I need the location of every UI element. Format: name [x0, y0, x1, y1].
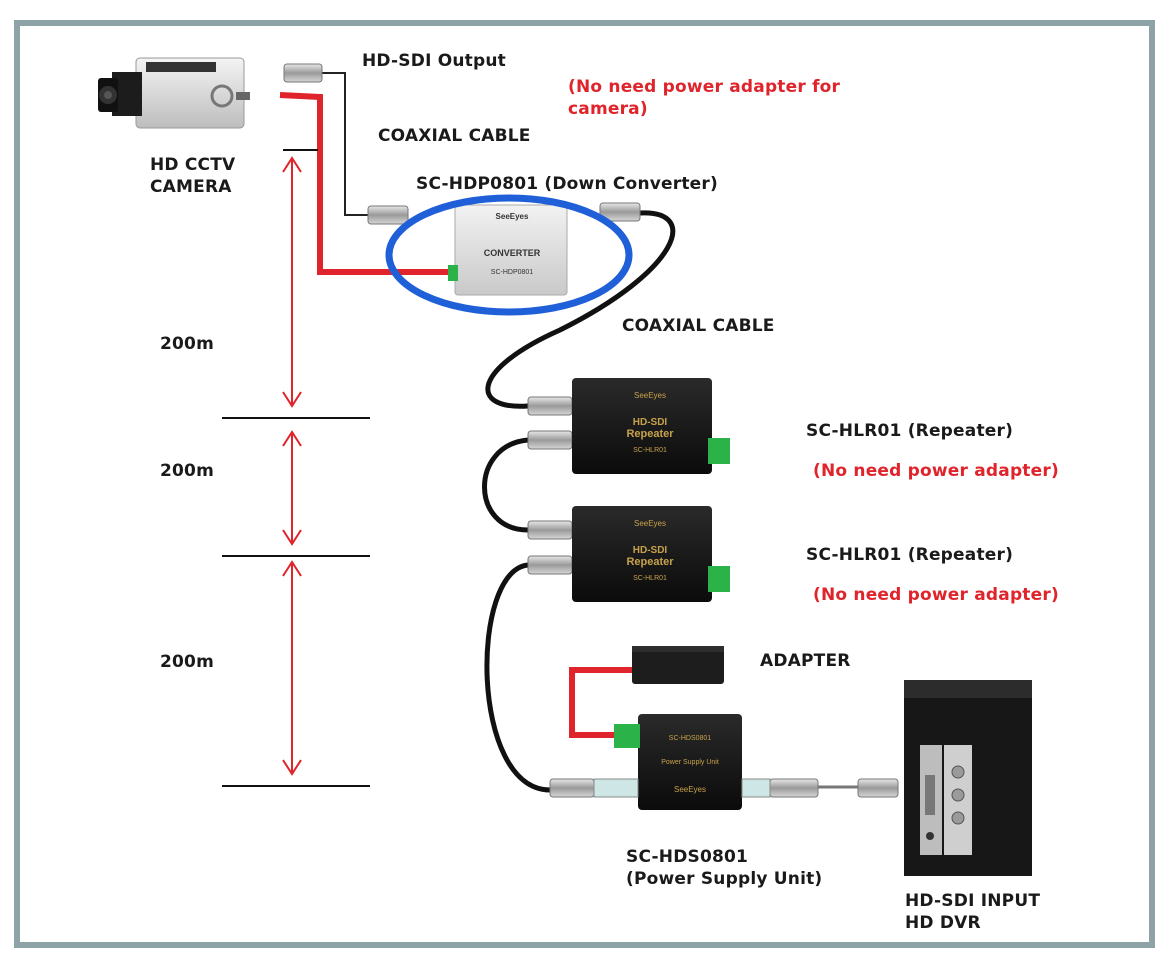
coaxial-cable-repeater-psu	[484, 562, 551, 793]
no-power-camera-note: (No need power adapter for camera)	[568, 77, 841, 119]
distance-markers	[222, 149, 370, 787]
distance-label-2: 200m	[160, 461, 214, 481]
camera-power-cable	[279, 92, 455, 275]
hd-cctv-camera-icon	[98, 57, 250, 129]
highlight-ring	[385, 194, 633, 316]
coaxial-cable-repeater-link	[482, 437, 529, 533]
repeater2-label: SC-HLR01 (Repeater)	[806, 545, 1014, 565]
coaxial-cable-label-mid: COAXIAL CABLE	[622, 316, 775, 336]
psu-label: SC-HDS0801 (Power Supply Unit)	[626, 847, 823, 889]
adapter-power-cable	[569, 667, 632, 738]
repeater-device-2: SeeEyes HD-SDI Repeater SC-HLR01	[572, 506, 730, 602]
power-supply-unit-device: SC-HDS0801 Power Supply Unit SeeEyes	[593, 714, 771, 810]
hdsdi-output-cable	[322, 72, 368, 216]
repeater2-line2: Repeater	[626, 556, 674, 568]
coaxial-cable-converter-repeater	[485, 210, 676, 409]
down-converter-device: SeeEyes CONVERTER SC-HDP0801	[448, 204, 568, 296]
repeater1-brand: SeeEyes	[634, 391, 666, 400]
repeater1-line2: Repeater	[626, 428, 674, 440]
repeater2-model: SC-HLR01	[633, 575, 667, 582]
distance-label-1: 200m	[160, 334, 214, 354]
repeater2-brand: SeeEyes	[634, 519, 666, 528]
psu-brand: SeeEyes	[674, 785, 706, 794]
down-converter-label: SC-HDP0801 (Down Converter)	[416, 174, 718, 194]
distance-label-3: 200m	[160, 652, 214, 672]
no-power-repeater1-note: (No need power adapter)	[813, 461, 1059, 481]
repeater-device-1: SeeEyes HD-SDI Repeater SC-HLR01	[572, 378, 730, 474]
hd-dvr-device	[904, 680, 1032, 876]
repeater1-label: SC-HLR01 (Repeater)	[806, 421, 1014, 441]
power-adapter-device	[632, 646, 724, 684]
hdsdi-output-label: HD-SDI Output	[362, 51, 506, 71]
bnc-connector-icon	[283, 63, 899, 798]
hd-cctv-camera-label: HD CCTV CAMERA	[150, 155, 236, 197]
hd-dvr-label: HD-SDI INPUT HD DVR	[905, 891, 1041, 933]
coaxial-cable-label-top: COAXIAL CABLE	[378, 126, 531, 146]
adapter-label: ADAPTER	[760, 651, 851, 671]
psu-line: Power Supply Unit	[661, 759, 719, 766]
converter-name: CONVERTER	[484, 248, 541, 258]
converter-brand: SeeEyes	[496, 212, 529, 221]
repeater1-model: SC-HLR01	[633, 447, 667, 454]
converter-model: SC-HDP0801	[491, 269, 534, 276]
no-power-repeater2-note: (No need power adapter)	[813, 585, 1059, 605]
psu-model: SC-HDS0801	[669, 735, 712, 742]
repeater1-line1: HD-SDI	[633, 417, 668, 428]
repeater2-line1: HD-SDI	[633, 545, 668, 556]
